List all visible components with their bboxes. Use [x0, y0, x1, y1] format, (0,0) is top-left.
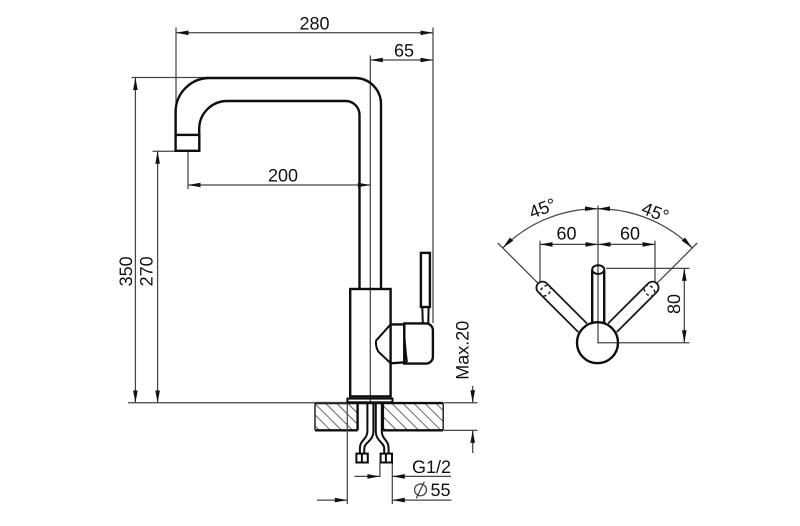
svg-text:65: 65 — [394, 41, 414, 61]
svg-text:280: 280 — [299, 14, 329, 34]
svg-text:200: 200 — [268, 166, 298, 186]
svg-text:G1/2: G1/2 — [412, 457, 451, 477]
svg-text:270: 270 — [137, 256, 157, 286]
svg-text:60: 60 — [620, 224, 640, 244]
svg-text:55: 55 — [431, 480, 451, 500]
svg-text:Max.20: Max.20 — [453, 321, 473, 380]
svg-text:350: 350 — [116, 256, 136, 286]
svg-text:60: 60 — [556, 224, 576, 244]
svg-text:80: 80 — [664, 294, 684, 314]
